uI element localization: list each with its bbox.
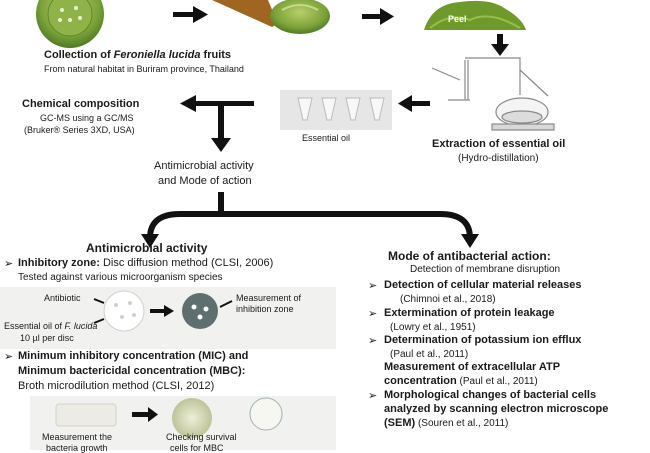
mode-title-line1: Antimicrobial activity (154, 160, 254, 172)
eo-label-species: F. lucida (64, 321, 98, 331)
split-arrow-icon (141, 192, 479, 248)
mic-line3: Broth microdilution method (CLSI, 2012) (18, 380, 215, 392)
collection-title-post: fruits (200, 49, 232, 61)
bullet-icon: ➢ (368, 280, 378, 292)
measurement-growth-line2: bacteria growth (46, 443, 108, 453)
measurement-growth-line1: Measurement the (42, 432, 113, 442)
antibiotic-label: Antibiotic (44, 293, 81, 303)
collection-title-pre: Collection of (44, 49, 114, 61)
collection-species: Feroniella lucida (113, 49, 201, 61)
atp-line1: Measurement of extracellular ATP (384, 361, 561, 373)
essential-oil-dose: 10 µl per disc (20, 333, 74, 343)
arrow-down-icon (211, 106, 231, 152)
action-item-title: Detection of cellular material releases (384, 279, 582, 291)
atp-ref: (Paul et al., 2011) (456, 376, 538, 387)
inhibitory-zone-label: Inhibitory zone: (18, 257, 100, 269)
survival-check-line2: cells for MBC (170, 443, 224, 453)
atp-line2: concentration (Paul et al., 2011) (384, 375, 538, 388)
mode-action-subheading: Detection of membrane disruption (410, 264, 561, 275)
arrow-right-icon (173, 6, 208, 23)
measurement-label-line1: Measurement of (236, 293, 302, 303)
peel-image (424, 0, 526, 30)
bullet-icon: ➢ (368, 335, 378, 347)
microdilution-panel: Measurement the bacteria growth Checking… (30, 396, 336, 453)
mic-line2: Minimum bactericidal concentration (MBC)… (18, 365, 246, 377)
microdilution-illustration (55, 397, 283, 438)
mic-line1: Minimum inhibitory concentration (MIC) a… (18, 350, 249, 362)
peel-label: Peel (448, 14, 467, 24)
arrow-left-icon (398, 95, 430, 112)
chemical-composition-title: Chemical composition (22, 98, 140, 110)
antimicrobial-heading: Antimicrobial activity (86, 241, 208, 255)
disc-diffusion-illustration (93, 290, 233, 332)
action-item-title: Extermination of protein leakage (384, 307, 555, 319)
morph-line1: Morphological changes of bacterial cells (384, 389, 597, 401)
mode-action-heading: Mode of antibacterial action: (388, 249, 551, 263)
essential-oil-vials-image (280, 90, 392, 130)
atp-concentration: concentration (384, 375, 457, 387)
distillation-apparatus-image (431, 57, 555, 131)
cut-fruit-image (36, 0, 104, 48)
bullet-icon: ➢ (368, 308, 378, 320)
mode-title-line2: and Mode of action (158, 175, 252, 187)
extraction-title: Extraction of essential oil (432, 138, 566, 150)
survival-check-line1: Checking survival (166, 432, 237, 442)
arrow-down-icon (491, 34, 509, 56)
peeling-fruit-image (212, 0, 330, 34)
bullet-icon: ➢ (368, 390, 378, 402)
disc-diffusion-panel: Antibiotic Essential oil of F. lucida 10… (0, 287, 336, 349)
collection-title: Collection of Feroniella lucida fruits (44, 49, 231, 62)
inhibitory-zone-method: Disc diffusion method (CLSI, 2006) (99, 257, 274, 269)
eo-label-pre: Essential oil of (4, 321, 65, 331)
arrow-right-icon (362, 8, 394, 25)
chemical-composition-line2: (Bruker® Series 3XD, USA) (24, 125, 135, 135)
morph-line3: (SEM) (Souren et al., 2011) (384, 417, 508, 430)
chemical-composition-line1: GC-MS using a GC/MS (40, 113, 134, 123)
bullet-icon: ➢ (4, 258, 14, 270)
essential-oil-disc-label: Essential oil of F. lucida (4, 321, 97, 331)
measurement-label-line2: inhibition zone (236, 304, 294, 314)
action-item-ref: (Paul et al., 2011) (390, 349, 469, 360)
action-item-title: Determination of potassium ion efflux (384, 334, 582, 346)
bullet-icon: ➢ (4, 351, 14, 363)
inhibitory-zone-line: Inhibitory zone: Disc diffusion method (… (18, 257, 273, 270)
essential-oil-label: Essential oil (302, 133, 351, 143)
action-item-ref: (Chimnoi et al., 2018) (400, 294, 496, 305)
extraction-subtitle: (Hydro-distillation) (458, 153, 539, 164)
action-item-ref: (Lowry et al., 1951) (390, 322, 476, 333)
inhibitory-zone-subtitle: Tested against various microorganism spe… (18, 272, 223, 283)
arrow-left-icon (180, 95, 254, 112)
morph-ref: (Souren et al., 2011) (415, 418, 509, 429)
collection-subtitle: From natural habitat in Buriram province… (44, 64, 244, 74)
morph-sem: (SEM) (384, 417, 416, 429)
morph-line2: analyzed by scanning electron microscope (384, 403, 609, 415)
